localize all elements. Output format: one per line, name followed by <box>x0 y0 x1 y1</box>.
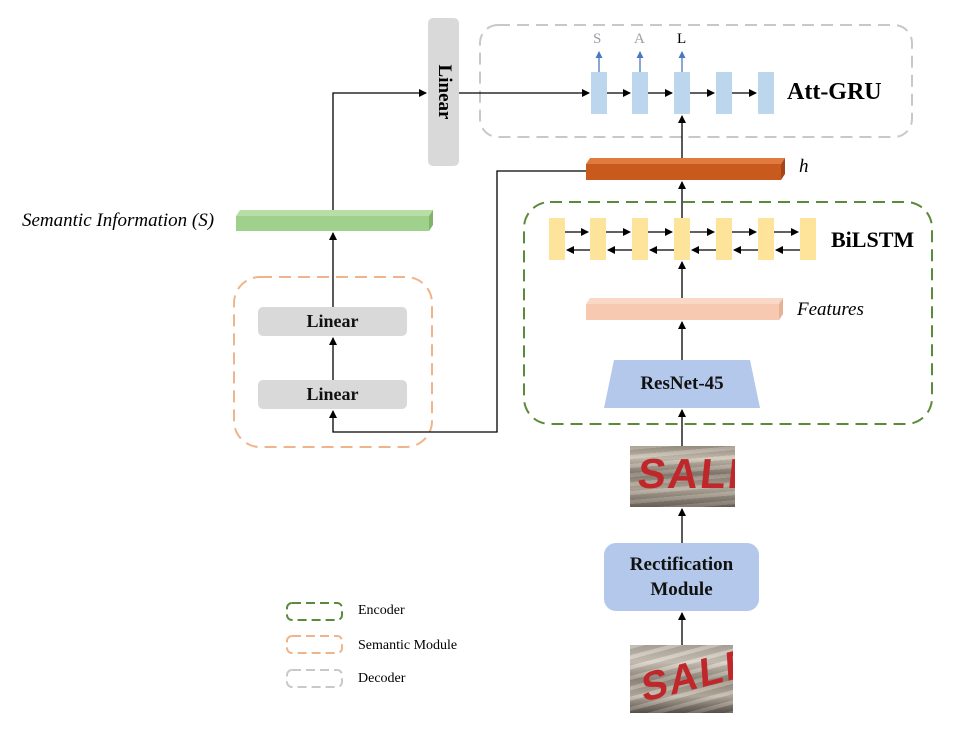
lstm-cell <box>800 218 816 260</box>
bilstm-label: BiLSTM <box>831 227 915 252</box>
att-gru-label: Att-GRU <box>787 79 882 105</box>
rectification-label: Rectification Module <box>604 543 759 611</box>
gru-cell <box>674 72 690 114</box>
semantic-linear-top-label: Linear <box>306 311 359 331</box>
gru-cell <box>716 72 732 114</box>
features-bar <box>586 298 783 320</box>
gru-cell <box>758 72 774 114</box>
input-image: SALE <box>630 645 733 713</box>
lstm-cell <box>758 218 774 260</box>
features-label: Features <box>797 299 864 320</box>
decoder-box <box>479 24 913 138</box>
semantic-linear-bottom-label: Linear <box>306 384 359 404</box>
gru-output-s: S <box>593 31 602 47</box>
resnet-label: ResNet-45 <box>640 373 724 394</box>
legend-decoder-label: Decoder <box>358 671 406 686</box>
legend-semantic-swatch <box>286 635 343 654</box>
top-linear-label: Linear <box>434 64 455 120</box>
semantic-module-box <box>233 276 433 448</box>
rectification-label-line2: Module <box>650 579 713 600</box>
top-linear-box <box>428 18 459 166</box>
legend-decoder-swatch <box>286 669 343 688</box>
legend-encoder-label: Encoder <box>358 603 405 618</box>
legend-semantic-label: Semantic Module <box>358 638 458 653</box>
h-vector-bar <box>586 158 785 180</box>
lstm-cells <box>549 218 816 260</box>
rectification-label-line1: Rectification <box>629 554 734 575</box>
legend-encoder-swatch <box>286 602 343 621</box>
semantic-info-label: Semantic Information (S) <box>22 210 215 231</box>
semantic-info-bar <box>236 210 433 231</box>
semantic-linear-top-box <box>258 307 407 336</box>
rectified-image-text: SALE <box>635 450 735 497</box>
h-label: h <box>799 156 809 177</box>
gru-output-l: L <box>677 31 687 47</box>
gru-cells <box>591 72 774 114</box>
lstm-cell <box>674 218 690 260</box>
semantic-linear-bottom-box <box>258 380 407 409</box>
gru-cell <box>591 72 607 114</box>
resnet-block <box>604 360 760 408</box>
lstm-cell <box>590 218 606 260</box>
lstm-cell <box>716 218 732 260</box>
rectified-image: SALE <box>630 446 735 507</box>
lstm-cell <box>632 218 648 260</box>
lstm-cell <box>549 218 565 260</box>
rectification-module-box <box>604 543 759 611</box>
gru-cell <box>632 72 648 114</box>
gru-output-a: A <box>634 31 645 47</box>
encoder-box <box>523 201 933 425</box>
